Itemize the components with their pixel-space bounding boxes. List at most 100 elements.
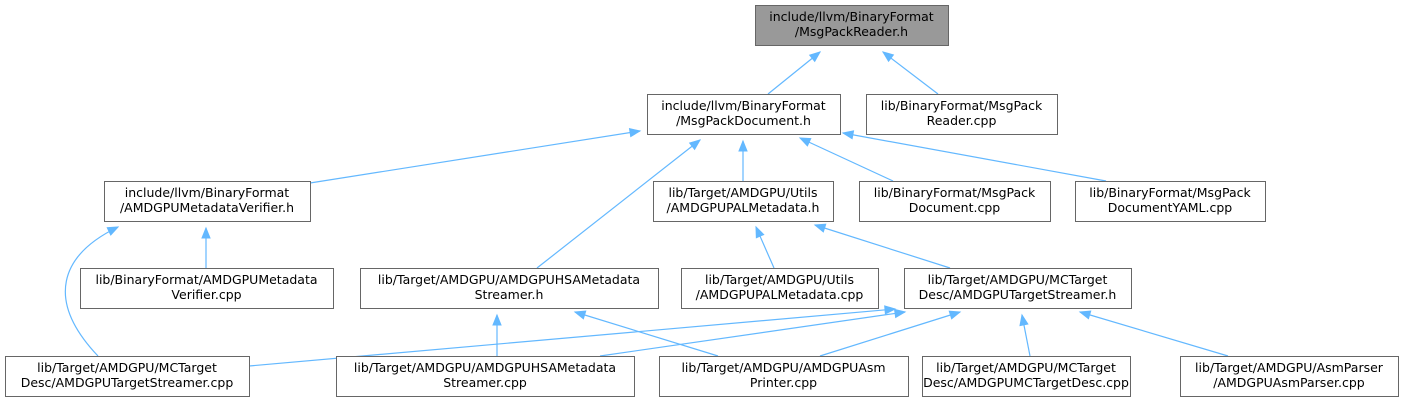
node-label-line: /MsgPackDocument.h <box>676 113 811 128</box>
edge-line <box>767 51 821 95</box>
node-label-line: Desc/AMDGPUMCTargetDesc.cpp <box>923 375 1129 390</box>
edge-n1-to-n0 <box>767 51 822 95</box>
graph-node[interactable]: include/llvm/BinaryFormat/AMDGPUMetadata… <box>104 181 311 222</box>
node-box <box>1180 356 1399 397</box>
graph-node[interactable]: lib/BinaryFormat/MsgPackReader.cpp <box>866 94 1058 135</box>
node-label-line: lib/BinaryFormat/MsgPack <box>874 185 1036 200</box>
node-label-line: Document.cpp <box>909 200 1001 215</box>
node-label-line: Desc/AMDGPUTargetStreamer.cpp <box>21 375 234 390</box>
node-label-line: lib/Target/AMDGPU/AsmParser <box>1195 360 1384 375</box>
edge-n9-to-n4 <box>755 225 775 269</box>
node-label-line: lib/BinaryFormat/MsgPack <box>1089 185 1251 200</box>
graph-node[interactable]: lib/Target/AMDGPU/MCTargetDesc/AMDGPUTar… <box>5 356 250 397</box>
arrowhead <box>881 51 895 63</box>
node-box <box>5 356 250 397</box>
arrowhead <box>1019 313 1029 327</box>
arrowhead <box>201 226 211 239</box>
arrowhead <box>628 127 642 138</box>
nodes-layer: include/llvm/BinaryFormat/MsgPackReader.… <box>5 5 1399 397</box>
arrowhead <box>106 226 120 236</box>
node-box <box>336 356 635 397</box>
edge-n8-to-n1 <box>536 139 702 269</box>
node-box <box>104 181 311 222</box>
node-label-line: lib/Target/AMDGPU/Utils <box>668 185 817 200</box>
node-label-line: lib/Target/AMDGPU/MCTarget <box>936 360 1116 375</box>
edge-line <box>819 311 961 357</box>
node-box <box>904 268 1132 309</box>
edge-line <box>882 51 939 95</box>
arrowhead <box>884 305 897 315</box>
node-box <box>681 268 879 309</box>
node-label-line: /MsgPackReader.h <box>795 24 908 39</box>
node-label-line: DocumentYAML.cpp <box>1108 200 1233 215</box>
edge-n10-to-n4 <box>813 223 951 269</box>
node-box <box>859 181 1051 222</box>
edge-n7-to-n3 <box>201 226 211 268</box>
node-box <box>866 94 1058 135</box>
node-label-line: lib/Target/AMDGPU/Utils <box>705 272 854 287</box>
node-label-line: lib/Target/AMDGPU/AMDGPUAsm <box>681 360 885 375</box>
node-label-line: Streamer.cpp <box>443 375 527 390</box>
edge-line <box>814 224 951 269</box>
arrowhead <box>573 310 587 320</box>
graph-node[interactable]: lib/Target/AMDGPU/MCTargetDesc/AMDGPUTar… <box>904 268 1132 309</box>
edge-n11-to-n3 <box>64 226 120 357</box>
edge-n13-to-n8 <box>573 310 719 357</box>
graph-node[interactable]: lib/Target/AMDGPU/Utils/AMDGPUPALMetadat… <box>681 268 879 309</box>
node-label-line: lib/Target/AMDGPU/MCTarget <box>928 272 1108 287</box>
arrowhead <box>798 137 812 147</box>
edge-line <box>536 139 701 269</box>
node-label-line: Desc/AMDGPUTargetStreamer.h <box>919 287 1117 302</box>
arrowhead <box>688 139 702 151</box>
node-box <box>653 181 834 222</box>
edge-n2-to-n0 <box>881 51 939 95</box>
edge-line <box>64 226 119 357</box>
arrowhead <box>808 51 822 63</box>
graph-node[interactable]: lib/BinaryFormat/MsgPackDocument.cpp <box>859 181 1051 222</box>
root-node: include/llvm/BinaryFormat/MsgPackReader.… <box>755 5 949 46</box>
node-label-line: Streamer.h <box>475 287 544 302</box>
edge-line <box>1079 311 1229 357</box>
node-box <box>1075 181 1266 222</box>
graph-node[interactable]: lib/Target/AMDGPU/MCTargetDesc/AMDGPUMCT… <box>922 356 1131 397</box>
node-box <box>80 268 334 309</box>
graph-node[interactable]: lib/Target/AMDGPU/AMDGPUHSAMetadataStrea… <box>360 268 659 309</box>
node-box <box>360 268 659 309</box>
arrowhead <box>813 223 827 233</box>
graph-node[interactable]: lib/BinaryFormat/AMDGPUMetadataVerifier.… <box>80 268 334 309</box>
edge-n5-to-n1 <box>798 137 894 182</box>
edge-n12-to-n8 <box>492 313 502 356</box>
node-label-line: /AMDGPUAsmParser.cpp <box>1213 375 1365 390</box>
node-label-line: lib/Target/AMDGPU/AMDGPUHSAMetadata <box>378 272 640 287</box>
arrowhead <box>841 130 855 140</box>
node-label-line: lib/BinaryFormat/AMDGPUMetadata <box>95 272 317 287</box>
node-label-line: lib/Target/AMDGPU/MCTarget <box>37 360 217 375</box>
graph-node[interactable]: lib/Target/AMDGPU/AsmParser/AMDGPUAsmPar… <box>1180 356 1399 397</box>
node-box <box>659 356 909 397</box>
arrowhead <box>492 313 502 326</box>
graph-node[interactable]: lib/Target/AMDGPU/AMDGPUHSAMetadataStrea… <box>336 356 635 397</box>
edge-n4-to-n1 <box>738 139 748 181</box>
edge-line <box>842 132 1107 182</box>
edge-n6-to-n1 <box>841 130 1107 182</box>
edge-line <box>309 130 641 184</box>
node-label-line: lib/BinaryFormat/MsgPack <box>881 98 1043 113</box>
edge-line <box>574 311 719 357</box>
edge-line <box>599 311 906 357</box>
edge-n15-to-n10 <box>1078 310 1229 357</box>
node-label-line: Verifier.cpp <box>171 287 241 302</box>
node-label-line: lib/Target/AMDGPU/AMDGPUHSAMetadata <box>354 360 616 375</box>
graph-node[interactable]: lib/Target/AMDGPU/Utils/AMDGPUPALMetadat… <box>653 181 834 222</box>
node-label-line: include/llvm/BinaryFormat <box>661 98 826 113</box>
node-box <box>647 94 841 135</box>
arrowhead <box>755 225 765 239</box>
graph-node[interactable]: include/llvm/BinaryFormat/MsgPackDocumen… <box>647 94 841 135</box>
edge-n12-to-n10 <box>599 308 907 357</box>
edge-n14-to-n10 <box>1019 313 1031 357</box>
edge-line <box>799 137 894 182</box>
node-box <box>922 356 1131 397</box>
arrowhead <box>893 308 907 319</box>
